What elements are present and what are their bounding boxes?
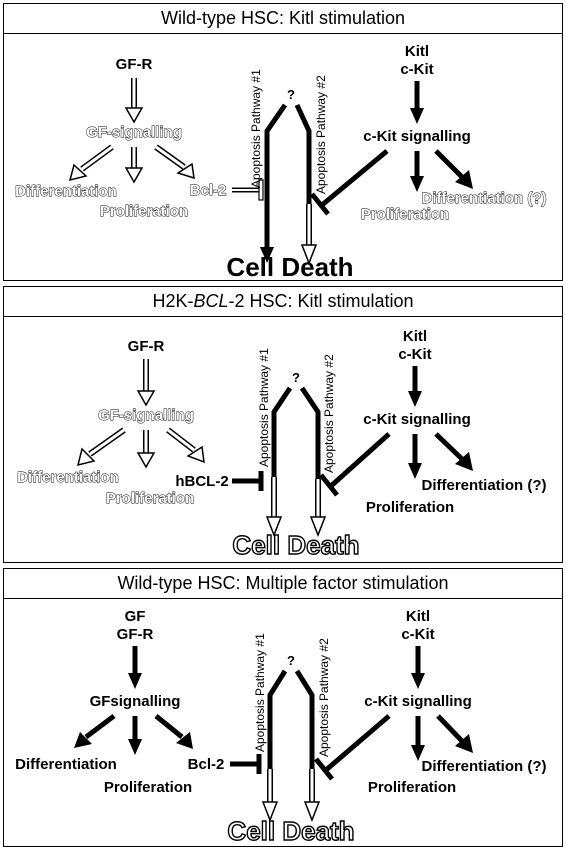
diagram-h2k-bcl2-kitl: GF-R GF-signalling Differentiation Proli… <box>17 328 547 561</box>
c-kit-label: c-Kit <box>401 626 434 643</box>
c-kit-to-signalling-arrowhead <box>411 673 425 689</box>
kit-to-proliferation-arrowhead <box>408 463 422 479</box>
apoptosis-pathway-2-line <box>294 103 312 204</box>
c-kit-to-signalling-arrowhead <box>408 391 422 407</box>
kit-differentiation-label: Differentiation (?) <box>422 758 547 775</box>
panel-title: Wild-type HSC: Kitl stimulation <box>4 4 562 34</box>
kit-to-differentiation-line <box>434 149 464 179</box>
apoptosis-pathway-2-hollow-segment <box>303 769 321 823</box>
gf-receptor-label: GF-R <box>128 338 165 355</box>
kit-differentiation-label: Differentiation (?) <box>422 477 547 494</box>
diagram-wildtype-kitl: GF-R GF-signalling Differentiation Proli… <box>15 43 547 280</box>
gf-to-proliferation-arrow <box>124 147 144 184</box>
gf-to-differentiation-arrow <box>68 144 114 182</box>
hbcl2-label: hBCL-2 <box>175 473 228 490</box>
question-mark: ? <box>287 87 295 102</box>
apoptosis-pathway-2-hollow-segment <box>309 479 327 538</box>
apoptosis-pathway-1-arrowhead <box>260 247 274 263</box>
gf-to-proliferation-arrow <box>136 430 156 469</box>
cell-death-label: Cell Death <box>227 816 354 846</box>
question-mark: ? <box>292 370 300 385</box>
c-kit-inhibition-bar <box>314 714 391 781</box>
kit-proliferation-label: Proliferation <box>368 779 456 796</box>
apoptosis-pathway-2-hollow-segment <box>300 204 318 266</box>
kit-to-differentiation-arrowhead <box>455 734 473 753</box>
apoptosis-pathway-2-label: Apoptosis Pathway #2 <box>322 354 336 473</box>
panel-wildtype-kitl: Wild-type HSC: Kitl stimulation GF-R GF-… <box>3 3 563 281</box>
gf-proliferation-label: Proliferation <box>100 203 188 220</box>
c-kit-label: c-Kit <box>400 61 433 78</box>
c-kit-to-signalling-arrowhead <box>410 108 424 124</box>
apoptosis-pathway-1-line <box>271 386 293 477</box>
panel-title-italic: BCL <box>193 291 229 311</box>
apoptosis-pathway-1-line <box>264 103 288 247</box>
kit-to-differentiation-line <box>436 714 464 743</box>
gf-differentiation-label: Differentiation <box>15 183 117 200</box>
bcl2-inhibition-bar <box>230 754 262 774</box>
bcl2-inhibition-bar <box>232 179 264 201</box>
panel-title-suffix: -2 HSC: Kitl stimulation <box>228 291 414 311</box>
kit-to-differentiation-arrowhead <box>455 170 473 189</box>
gf-differentiation-label: Differentiation <box>17 469 119 486</box>
kit-to-differentiation-line <box>434 432 464 461</box>
gf-differentiation-label: Differentiation <box>15 756 117 773</box>
hbcl2-inhibition-bar <box>232 471 264 491</box>
c-kit-inhibition-bar <box>319 432 391 497</box>
kit-proliferation-label: Proliferation <box>361 206 449 223</box>
gf-factor-label: GF <box>125 608 146 625</box>
kitl-label: Kitl <box>403 328 427 345</box>
bcl2-label: Bcl-2 <box>188 756 225 773</box>
apoptosis-pathway-2-label: Apoptosis Pathway #2 <box>314 75 328 194</box>
panel-title: Wild-type HSC: Multiple factor stimulati… <box>4 569 562 599</box>
gf-r-to-signalling-arrow <box>124 78 144 124</box>
c-kit-label: c-Kit <box>398 346 431 363</box>
c-kit-signalling-label: c-Kit signalling <box>364 693 472 710</box>
kitl-label: Kitl <box>406 608 430 625</box>
c-kit-inhibition-bar <box>310 149 389 216</box>
kitl-label: Kitl <box>405 43 429 60</box>
gf-signalling-label: GF-signalling <box>86 124 182 141</box>
kit-to-proliferation-arrowhead <box>411 745 425 761</box>
panel-title-prefix: H2K- <box>152 291 194 311</box>
gf-receptor-label: GF-R <box>117 626 154 643</box>
gf-proliferation-label: Proliferation <box>106 490 194 507</box>
gf-to-bcl2-arrowhead <box>176 732 193 749</box>
apoptosis-pathway-1-hollow-segment <box>261 769 279 823</box>
kit-proliferation-label: Proliferation <box>366 499 454 516</box>
c-kit-signalling-label: c-Kit signalling <box>363 411 471 428</box>
apoptosis-pathway-1-line <box>267 669 288 769</box>
gf-proliferation-label: Proliferation <box>104 779 192 796</box>
kit-differentiation-label: Differentiation (?) <box>422 190 547 207</box>
panel-title: H2K-BCL-2 HSC: Kitl stimulation <box>4 287 562 317</box>
cell-death-label: Cell Death <box>226 252 353 280</box>
bcl2-label: Bcl-2 <box>190 182 227 199</box>
gf-to-differentiation-arrowhead <box>74 732 92 748</box>
gf-signalling-label: GF-signalling <box>98 407 194 424</box>
gf-signalling-label: GFsignalling <box>90 693 181 710</box>
question-mark: ? <box>287 653 295 668</box>
apoptosis-pathway-1-label: Apoptosis Pathway #1 <box>253 633 267 752</box>
gf-to-bcl2-arrow <box>154 144 195 180</box>
gf-receptor-label: GF-R <box>116 56 153 73</box>
kit-to-differentiation-arrowhead <box>455 452 473 471</box>
apoptosis-pathway-2-label: Apoptosis Pathway #2 <box>317 638 331 757</box>
gf-to-proliferation-arrowhead <box>128 739 142 755</box>
gf-to-hbcl2-arrow <box>166 427 205 464</box>
gf-to-differentiation-line <box>84 714 116 739</box>
kit-to-proliferation-arrowhead <box>410 176 424 192</box>
gf-r-to-signalling-arrow <box>136 359 156 407</box>
gf-to-bcl2-line <box>154 714 184 739</box>
diagram-wildtype-multiple-factor: GF GF-R GFsignalling Differentiation Pro… <box>15 608 547 846</box>
gf-r-to-signalling-arrowhead <box>128 673 142 689</box>
panel-wildtype-multiple-factor: Wild-type HSC: Multiple factor stimulati… <box>3 568 563 847</box>
c-kit-signalling-label: c-Kit signalling <box>363 128 471 145</box>
apoptosis-pathway-1-hollow-segment <box>265 477 283 538</box>
apoptosis-pathway-1-label: Apoptosis Pathway #1 <box>249 69 263 188</box>
cell-death-label: Cell Death <box>232 530 359 560</box>
gf-to-differentiation-arrow <box>76 427 126 467</box>
panel-h2k-bcl2-kitl: H2K-BCL-2 HSC: Kitl stimulation GF-R GF-… <box>3 286 563 563</box>
apoptosis-pathway-2-line <box>294 669 315 769</box>
apoptosis-pathway-2-line <box>299 386 321 479</box>
apoptosis-pathway-1-label: Apoptosis Pathway #1 <box>257 348 271 467</box>
